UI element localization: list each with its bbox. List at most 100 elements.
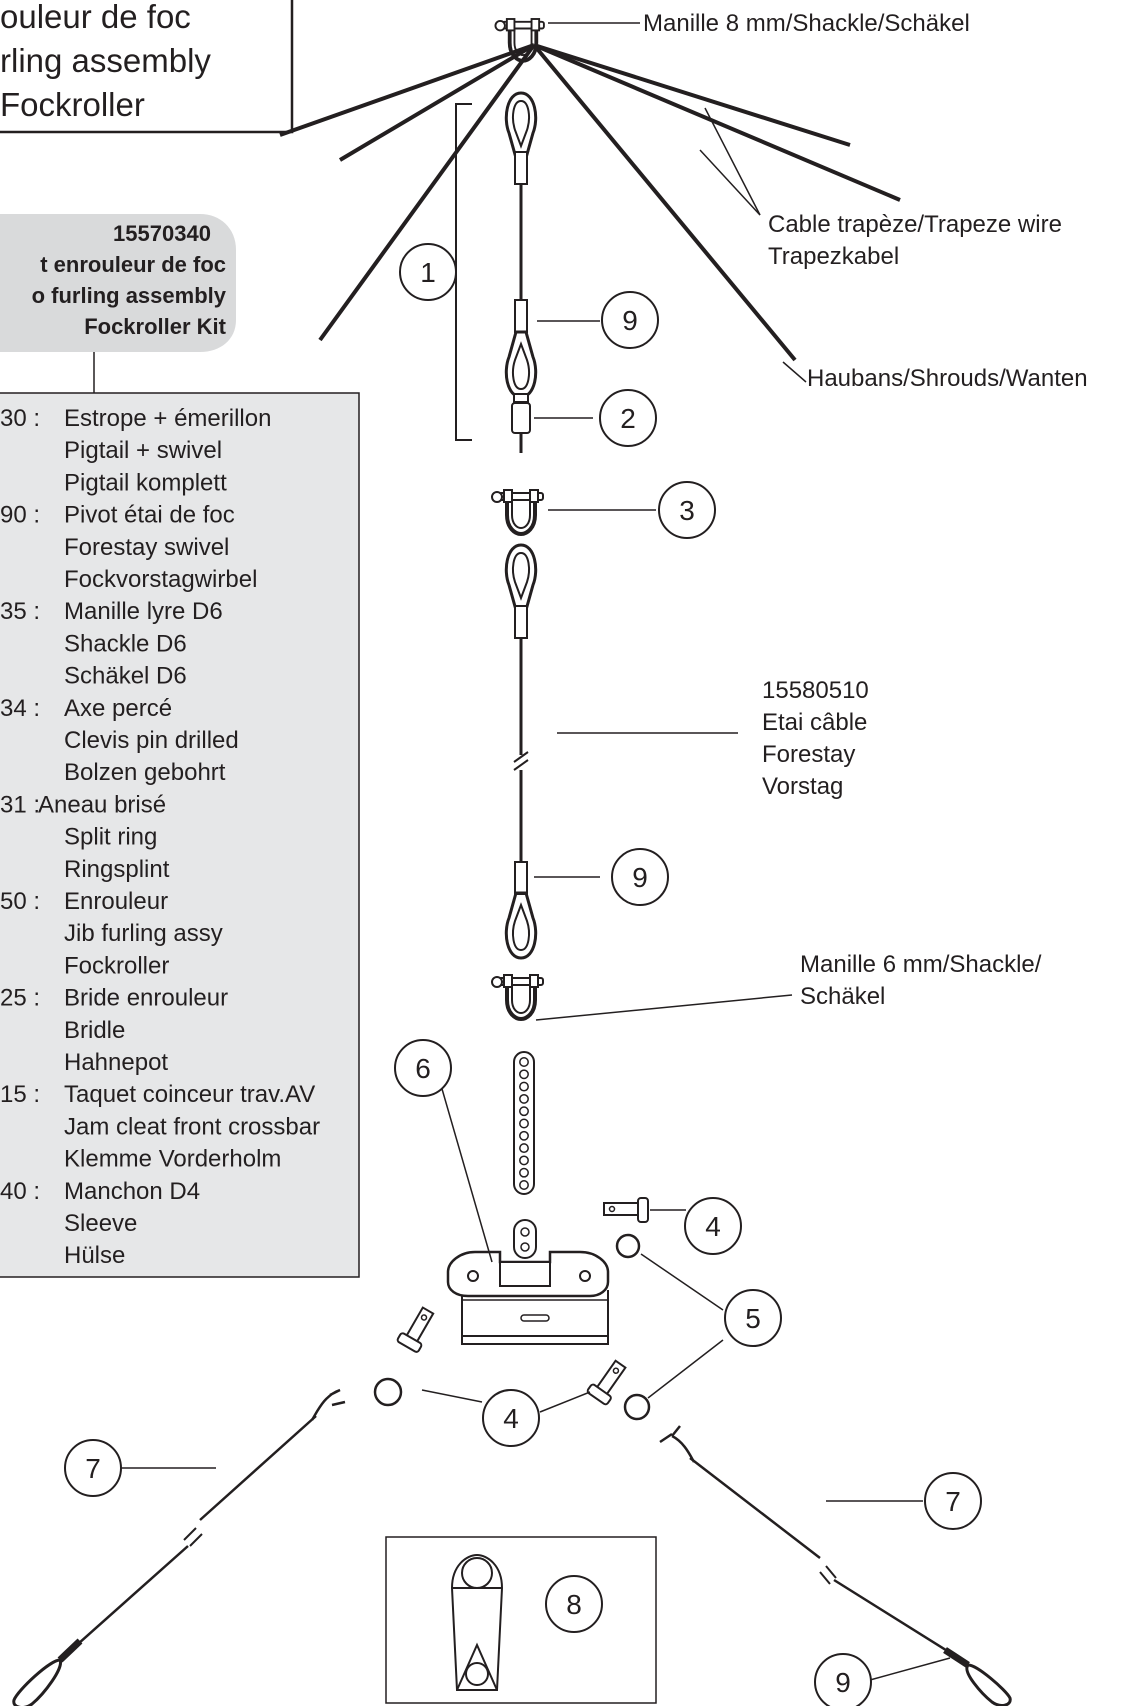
title-line-2: rling assembly [0,42,211,79]
part-en: Bridle [64,1017,125,1044]
part-ref: 40 : [0,1178,40,1205]
callout-4-bottom: 4 [482,1389,540,1447]
split-ring-right [623,1339,724,1421]
callout-3: 3 [658,481,716,539]
callout-9-mid: 9 [611,848,669,906]
svg-text:5: 5 [745,1303,761,1334]
svg-text:4: 4 [503,1403,519,1434]
adjuster-strap [513,1051,535,1195]
title-line-1: ouleur de foc [0,0,191,35]
svg-text:3: 3 [679,495,695,526]
pigtail [455,91,600,453]
jam-cleat-inset [385,1536,657,1704]
bridle-left [12,1388,346,1706]
part-fr: Taquet coinceur trav.AV [64,1081,315,1108]
strap-hole [519,1069,529,1080]
strap-hole [519,1180,529,1190]
callout-8: 8 [545,1575,603,1633]
callout-6: 6 [394,1039,452,1097]
part-en: Clevis pin drilled [64,727,239,754]
callout-9-bottom: 9 [814,1653,872,1706]
svg-text:4: 4 [705,1211,721,1242]
clevis-pin-middle [539,1359,627,1413]
trapeze-label-2: Trapezkabel [768,243,899,270]
part-ref: 35 : [0,598,40,625]
shackle-6mm-icon [490,973,545,1021]
part-de: Klemme Vorderholm [64,1146,281,1173]
part-de: Hülse [64,1242,125,1269]
svg-text:2: 2 [620,403,636,434]
strap-hole [519,1118,529,1129]
part-en: Jam cleat front crossbar [64,1113,320,1140]
forestay: 15580510 Etai câble Forestay Vorstag [504,543,869,960]
part-de: Bolzen gebohrt [64,759,226,786]
callout-5: 5 [724,1289,782,1347]
strap-hole [519,1143,529,1154]
part-de: Ringsplint [64,856,170,883]
shackle-d6-icon [490,488,545,536]
strap-hole [519,1155,529,1166]
clevis-pin-right [603,1197,686,1223]
split-ring-left [373,1377,403,1407]
shackle-8mm-label: Manille 8 mm/Shackle/Schäkel [643,10,970,37]
parts-list-item: 15 : Taquet coinceur trav.AV Jam cleat fro… [0,1081,320,1172]
part-de: Fockvorstagwirbel [64,566,257,593]
part-fr: Aneau brisé [38,791,166,818]
strap-hole [519,1167,529,1178]
kit-line-1: t enrouleur de foc [40,252,226,277]
svg-text:1: 1 [420,257,436,288]
part-fr: Manchon D4 [64,1178,200,1205]
kit-line-2: o furling assembly [32,283,227,308]
svg-text:7: 7 [945,1486,961,1517]
part-fr: Bride enrouleur [64,985,228,1012]
svg-text:6: 6 [415,1053,431,1084]
part-fr: Enrouleur [64,888,168,915]
part-fr: Estrope + émerillon [64,405,271,432]
part-de: Schäkel D6 [64,663,187,690]
part-de: Hahnepot [64,1049,168,1076]
strap-hole [519,1081,529,1092]
part-fr: Axe percé [64,695,172,722]
part-en: Sleeve [64,1210,137,1237]
callout-7-right: 7 [924,1472,982,1530]
forestay-en: Forestay [762,741,855,768]
part-en: Pigtail + swivel [64,437,222,464]
callout-9-top: 9 [601,291,659,349]
callout-4-right: 4 [684,1197,742,1255]
part-ref: 50 : [0,888,40,915]
svg-text:7: 7 [85,1453,101,1484]
shackle-6mm-label-1: Manille 6 mm/Shackle/ [800,951,1042,978]
part-ref: 15 : [0,1081,40,1108]
strap-hole [519,1093,529,1104]
shrouds-label: Haubans/Shrouds/Wanten [807,365,1088,392]
part-ref: 25 : [0,985,40,1012]
part-en: Forestay swivel [64,534,229,561]
strap-hole [519,1057,529,1067]
kit-ref: 15570340 [113,221,211,246]
split-ring-top [615,1233,724,1311]
svg-text:9: 9 [622,305,638,336]
forestay-ref: 15580510 [762,677,869,704]
svg-text:9: 9 [835,1667,851,1698]
kit-box: 15570340 t enrouleur de foc o furling as… [0,214,236,393]
trapeze-label-1: Cable trapèze/Trapeze wire [768,211,1062,238]
part-fr: Pivot étai de foc [64,502,235,529]
mast-head: Manille 8 mm/Shackle/Schäkel Cable trapè… [279,10,1088,392]
part-ref: 30 : [0,405,40,432]
part-en: Jib furling assy [64,920,223,947]
part-en: Split ring [64,824,157,851]
part-ref: 31 : [0,791,40,818]
part-ref: 34 : [0,695,40,722]
part-de: Fockroller [64,952,169,979]
furler-drum [437,1074,610,1345]
clevis-pin-left [396,1306,483,1403]
shackle-6mm-label-2: Schäkel [800,983,885,1010]
